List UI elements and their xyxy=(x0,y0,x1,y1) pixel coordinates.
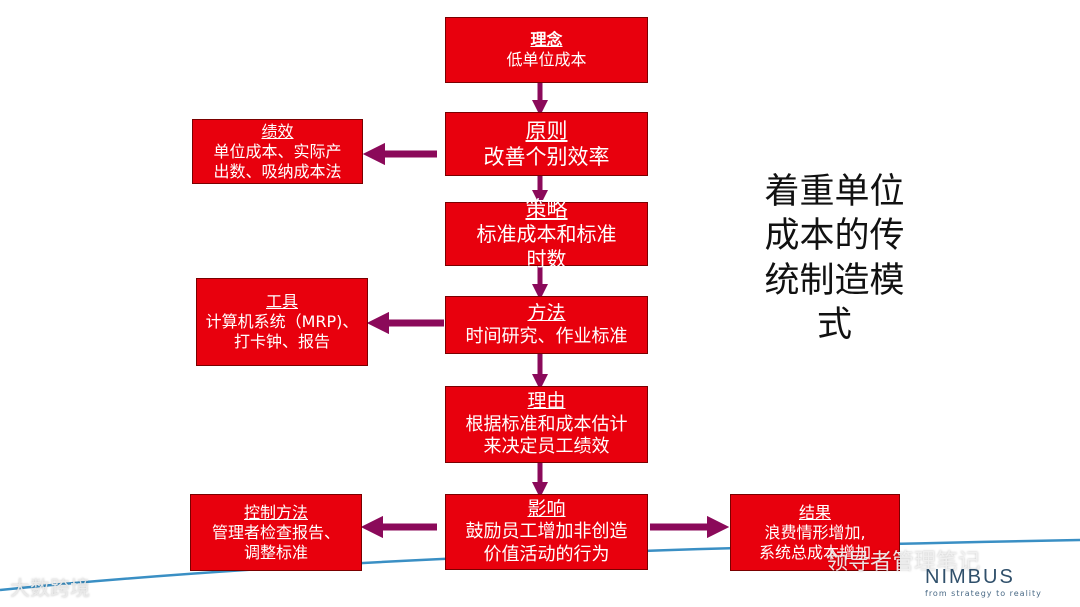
box-principle-title: 原则 xyxy=(525,118,568,143)
box-impact: 影响 鼓励员工增加非创造 价值活动的行为 xyxy=(445,494,648,570)
box-principle: 原则 改善个别效率 xyxy=(445,112,648,176)
box-tools: 工具 计算机系统（MRP)、 打卡钟、报告 xyxy=(196,278,368,366)
box-idea: 理念 低单位成本 xyxy=(445,17,648,83)
brand-tagline: from strategy to reality xyxy=(925,589,1042,598)
brand-name: NIMBUS xyxy=(925,566,1015,588)
slide-heading: 着重单位 成本的传 统制造模 式 xyxy=(764,172,905,346)
box-result-title: 结果 xyxy=(798,502,831,522)
box-principle-body: 改善个别效率 xyxy=(483,145,610,169)
box-tools-title: 工具 xyxy=(265,292,298,311)
box-control-body: 管理者检查报告、 调整标准 xyxy=(211,522,340,562)
box-control: 控制方法 管理者检查报告、 调整标准 xyxy=(190,494,362,571)
box-reason: 理由 根据标准和成本估计 来决定员工绩效 xyxy=(445,386,648,463)
watermark-right: 领导者管理笔记 xyxy=(826,550,981,575)
box-method: 方法 时间研究、作业标准 xyxy=(445,296,648,354)
box-strategy-body: 标准成本和标准 时数 xyxy=(476,222,617,272)
box-reason-body: 根据标准和成本估计 来决定员工绩效 xyxy=(465,413,628,458)
box-performance-title: 绩效 xyxy=(261,121,294,141)
box-strategy: 策略 标准成本和标准 时数 xyxy=(445,197,648,271)
nimbus-logo: NIMBUS from strategy to reality xyxy=(925,566,1065,598)
box-strategy-title: 策略 xyxy=(525,196,568,221)
box-method-body: 时间研究、作业标准 xyxy=(465,325,628,347)
box-performance-body: 单位成本、实际产 出数、吸纳成本法 xyxy=(213,141,342,181)
box-idea-body: 低单位成本 xyxy=(506,50,587,69)
box-result-body: 浪费情形增加, 系统总成本增加 xyxy=(758,522,871,562)
box-method-title: 方法 xyxy=(527,301,566,324)
watermark-left: 大数跨境 xyxy=(10,576,90,600)
box-result: 结果 浪费情形增加, 系统总成本增加 xyxy=(730,494,900,571)
box-impact-title: 影响 xyxy=(527,497,566,520)
box-reason-title: 理由 xyxy=(527,390,566,413)
box-impact-body: 鼓励员工增加非创造 价值活动的行为 xyxy=(465,521,628,565)
box-tools-body: 计算机系统（MRP)、 打卡钟、报告 xyxy=(205,312,359,351)
box-performance: 绩效 单位成本、实际产 出数、吸纳成本法 xyxy=(192,119,363,184)
box-control-title: 控制方法 xyxy=(243,502,308,522)
box-idea-title: 理念 xyxy=(530,30,563,49)
